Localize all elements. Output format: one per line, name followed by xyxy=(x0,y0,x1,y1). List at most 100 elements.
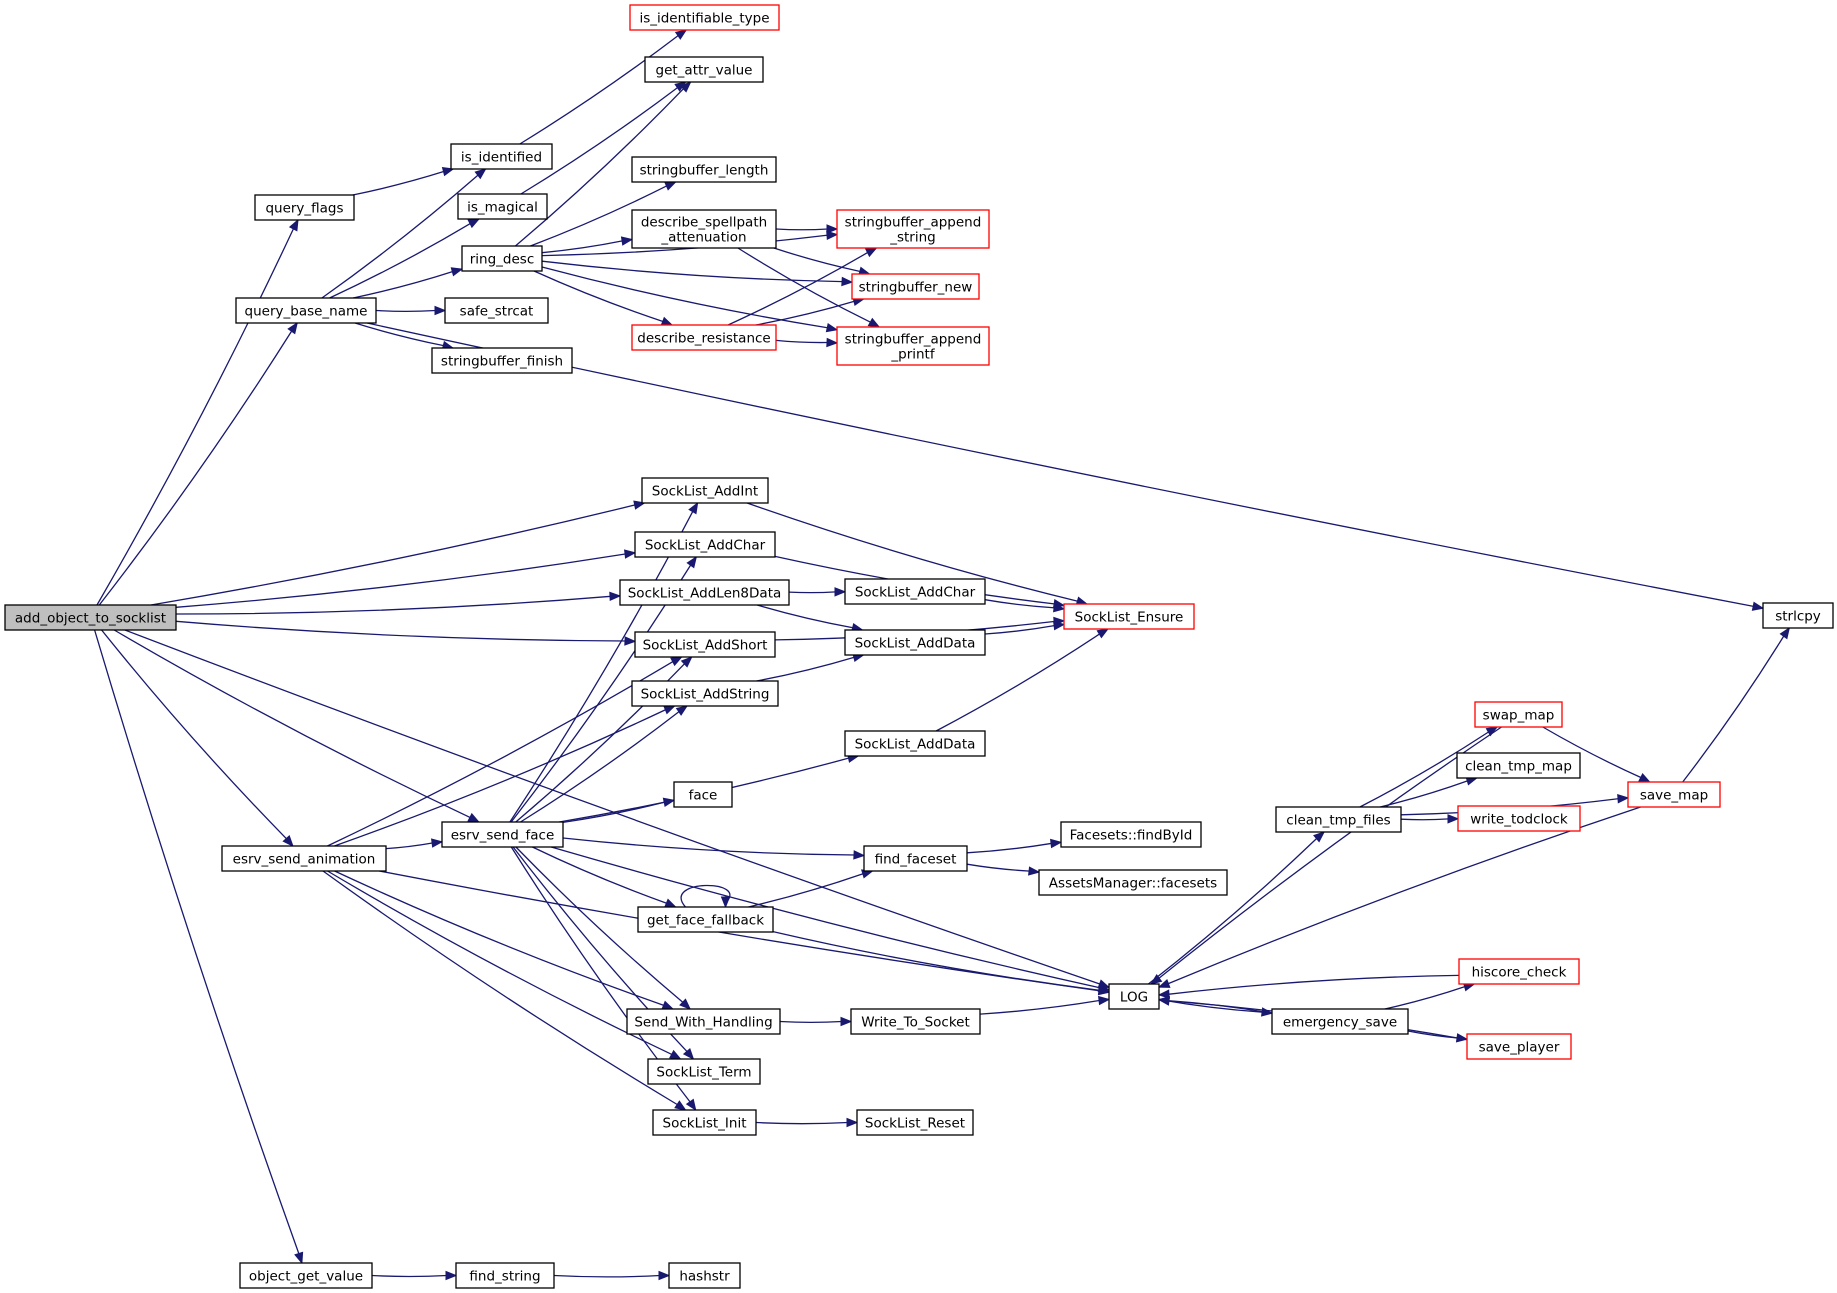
node-strlcpy[interactable]: strlcpy xyxy=(1762,602,1834,629)
node-clean_tmp_map[interactable]: clean_tmp_map xyxy=(1456,752,1581,779)
node-SockList_AddLen8Data[interactable]: SockList_AddLen8Data xyxy=(619,579,790,606)
node-SockList_AddChar[interactable]: SockList_AddChar xyxy=(634,531,776,558)
node-safe_strcat[interactable]: safe_strcat xyxy=(444,297,549,324)
edge-hiscore_check-to-LOG xyxy=(1157,974,1460,999)
edge-line xyxy=(748,872,865,908)
edge-line xyxy=(530,185,668,247)
edge-line xyxy=(175,595,612,615)
edge-line xyxy=(1542,726,1642,779)
node-label: describe_resistance xyxy=(637,331,770,347)
node-label: ring_desc xyxy=(470,252,535,268)
node-SockList_AddShort[interactable]: SockList_AddShort xyxy=(634,631,776,658)
node-stringbuffer_new[interactable]: stringbuffer_new xyxy=(851,273,980,300)
node-label: SockList_Reset xyxy=(865,1116,965,1132)
edge-esrv_send_face-to-Send_With_Handling xyxy=(515,846,692,1010)
node-box xyxy=(652,1109,757,1136)
edge-arrowhead xyxy=(679,998,692,1010)
edge-ring_desc-to-get_attr_value xyxy=(514,81,692,247)
node-hashstr[interactable]: hashstr xyxy=(668,1262,741,1289)
node-box xyxy=(1474,701,1563,728)
node-box xyxy=(863,845,968,872)
node-describe_spellpath_attenuation[interactable]: describe_spellpath_attenuation xyxy=(631,209,777,249)
node-SockList_Term[interactable]: SockList_Term xyxy=(647,1058,761,1085)
node-label: get_attr_value xyxy=(656,63,753,79)
node-add_object_to_socklist[interactable]: add_object_to_socklist xyxy=(4,604,177,631)
edge-arrowhead xyxy=(1638,773,1651,783)
node-box xyxy=(1063,603,1195,630)
edge-line xyxy=(124,629,1101,985)
node-ring_desc[interactable]: ring_desc xyxy=(461,245,543,272)
node-query_base_name[interactable]: query_base_name xyxy=(235,297,377,324)
edge-add_object_to_socklist-to-LOG xyxy=(124,629,1111,989)
node-box xyxy=(631,156,777,183)
edge-line xyxy=(1359,730,1490,808)
node-find_faceset[interactable]: find_faceset xyxy=(863,845,968,872)
node-save_map[interactable]: save_map xyxy=(1627,781,1721,808)
edge-esrv_send_animation-to-Send_With_Handling xyxy=(334,870,675,1010)
edge-find_faceset-to-Facesets_findById xyxy=(966,838,1063,854)
edge-line xyxy=(1380,779,1469,808)
node-query_flags[interactable]: query_flags xyxy=(254,194,355,221)
edge-line xyxy=(746,502,1079,603)
node-is_identifiable_type[interactable]: is_identifiable_type xyxy=(629,4,780,31)
node-stringbuffer_append_string[interactable]: stringbuffer_append_string xyxy=(836,209,990,249)
node-box xyxy=(647,1058,761,1085)
node-label: query_flags xyxy=(265,201,343,217)
node-face[interactable]: face xyxy=(673,781,733,808)
node-esrv_send_face[interactable]: esrv_send_face xyxy=(441,821,564,848)
edge-arrowhead xyxy=(1751,601,1765,611)
node-is_identified[interactable]: is_identified xyxy=(450,143,553,170)
node-swap_map[interactable]: swap_map xyxy=(1474,701,1563,728)
edge-arrowhead xyxy=(1098,995,1111,1006)
node-AssetsManager_facesets[interactable]: AssetsManager::facesets xyxy=(1038,869,1228,896)
edge-line xyxy=(519,34,680,145)
node-get_attr_value[interactable]: get_attr_value xyxy=(644,56,764,83)
node-SockList_AddChar_2[interactable]: SockList_AddChar xyxy=(844,578,986,605)
node-find_string[interactable]: find_string xyxy=(455,1262,555,1289)
edge-line xyxy=(327,870,673,1056)
node-SockList_AddString[interactable]: SockList_AddString xyxy=(631,680,779,707)
node-LOG[interactable]: LOG xyxy=(1108,983,1160,1010)
edge-add_object_to_socklist-to-esrv_send_animation xyxy=(101,629,294,848)
node-box xyxy=(1457,805,1581,832)
edge-ring_desc-to-stringbuffer_new xyxy=(541,260,854,287)
edge-arrowhead xyxy=(720,896,731,909)
node-save_player[interactable]: save_player xyxy=(1466,1033,1572,1060)
edge-line xyxy=(520,710,681,823)
node-Send_With_Handling[interactable]: Send_With_Handling xyxy=(626,1008,781,1035)
edge-line xyxy=(366,322,1755,608)
node-SockList_Init[interactable]: SockList_Init xyxy=(652,1109,757,1136)
node-SockList_Reset[interactable]: SockList_Reset xyxy=(856,1109,974,1136)
edge-line xyxy=(96,227,295,606)
node-describe_resistance[interactable]: describe_resistance xyxy=(631,324,777,351)
edge-arrowhead xyxy=(1157,996,1170,1006)
node-Facesets_findById[interactable]: Facesets::findById xyxy=(1060,821,1202,848)
edge-SockList_Init-to-SockList_Reset xyxy=(755,1117,859,1128)
node-stringbuffer_length[interactable]: stringbuffer_length xyxy=(631,156,777,183)
node-stringbuffer_append_printf[interactable]: stringbuffer_append_printf xyxy=(836,326,990,366)
node-box xyxy=(673,781,733,808)
node-label: strlcpy xyxy=(1775,609,1821,625)
node-SockList_AddData_2[interactable]: SockList_AddData xyxy=(844,730,986,757)
node-is_magical[interactable]: is_magical xyxy=(457,193,548,220)
node-Write_To_Socket[interactable]: Write_To_Socket xyxy=(850,1008,981,1035)
edge-line xyxy=(520,86,679,195)
node-get_face_fallback[interactable]: get_face_fallback xyxy=(637,906,774,933)
node-box xyxy=(1466,1033,1572,1060)
edge-line xyxy=(680,884,731,908)
node-box xyxy=(1038,869,1228,896)
node-hiscore_check[interactable]: hiscore_check xyxy=(1458,958,1580,985)
edge-describe_spellpath_attenuation-to-stringbuffer_new xyxy=(773,247,871,276)
node-label: SockList_AddShort xyxy=(643,638,768,654)
node-SockList_Ensure[interactable]: SockList_Ensure xyxy=(1063,603,1195,630)
node-stringbuffer_finish[interactable]: stringbuffer_finish xyxy=(431,347,573,374)
node-esrv_send_animation[interactable]: esrv_send_animation xyxy=(221,845,387,872)
node-SockList_AddData[interactable]: SockList_AddData xyxy=(844,629,986,656)
node-clean_tmp_files[interactable]: clean_tmp_files xyxy=(1275,806,1402,833)
node-write_todclock[interactable]: write_todclock xyxy=(1457,805,1581,832)
node-SockList_AddInt[interactable]: SockList_AddInt xyxy=(641,477,769,504)
node-object_get_value[interactable]: object_get_value xyxy=(239,1262,373,1289)
node-emergency_save[interactable]: emergency_save xyxy=(1271,1008,1409,1035)
edge-line xyxy=(775,339,829,344)
